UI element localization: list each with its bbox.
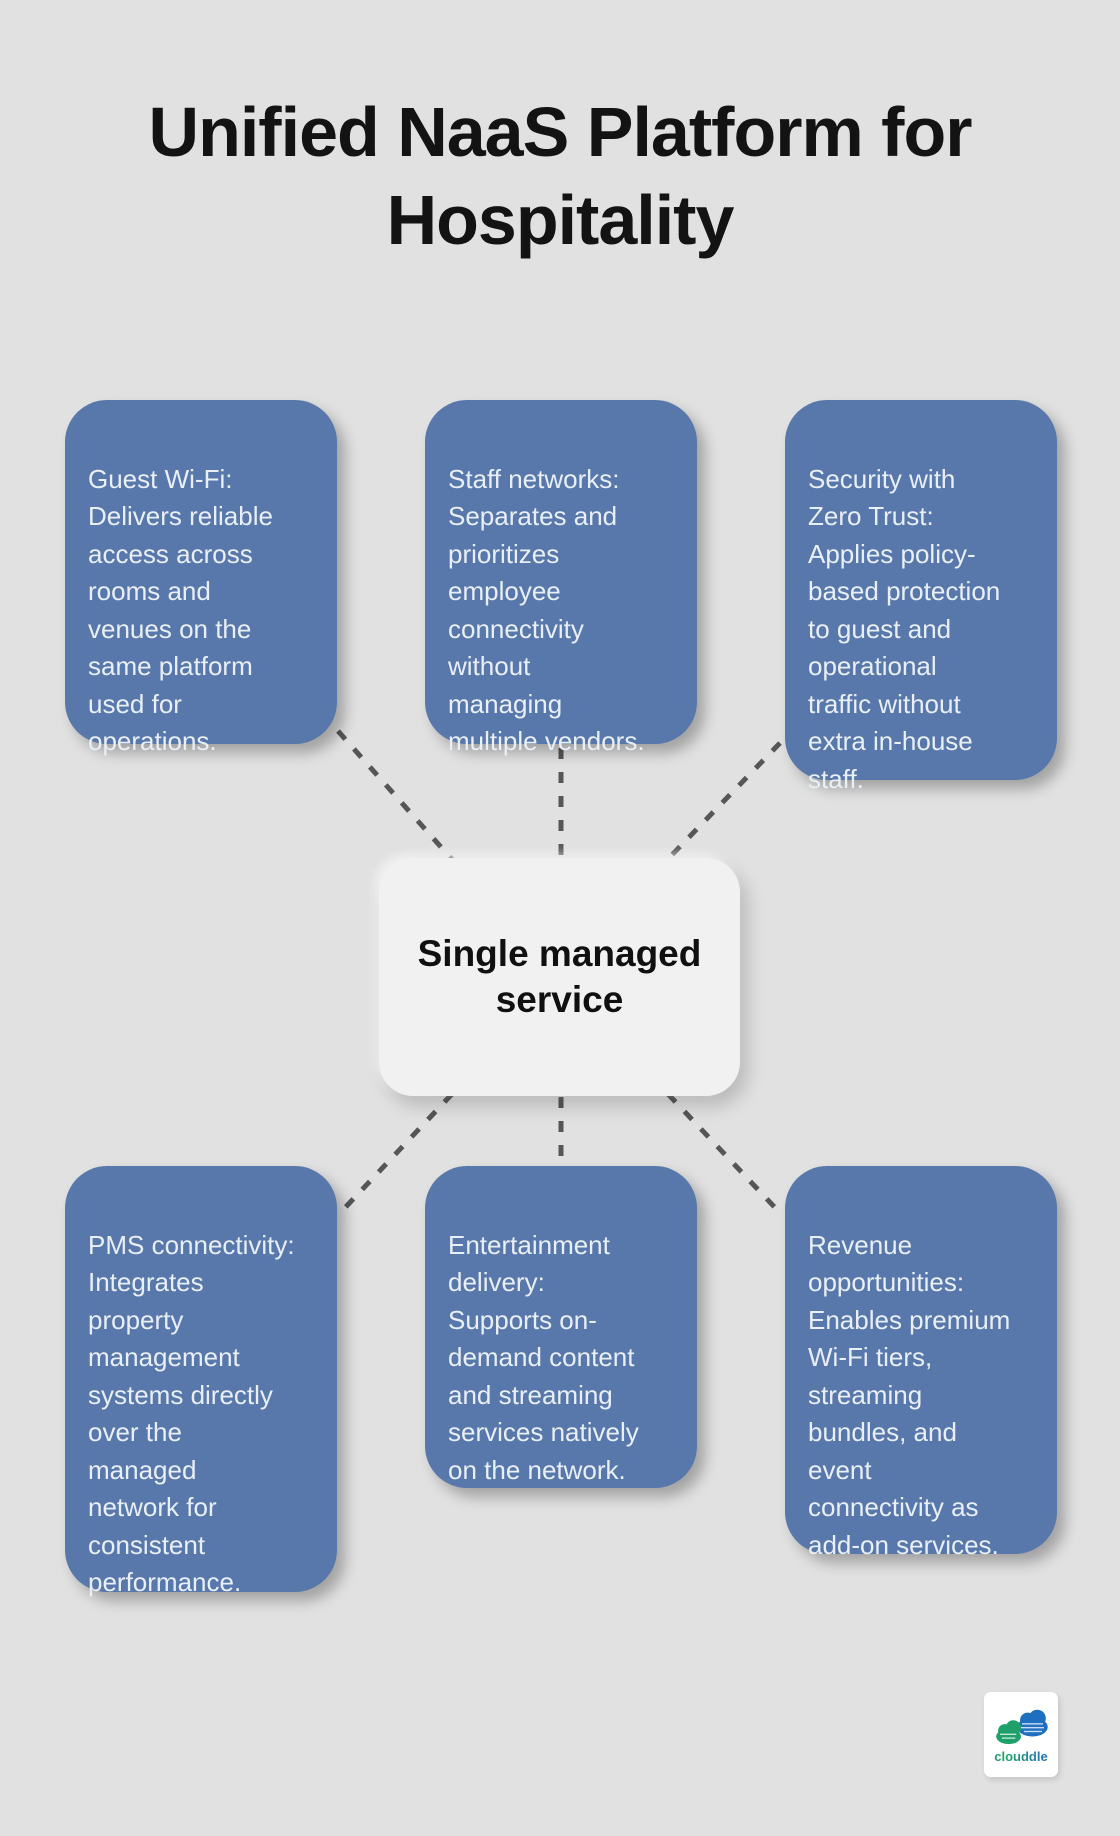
node-security-zero-trust: Security with Zero Trust: Applies policy… [785, 400, 1057, 794]
node-text: PMS connectivity: Integrates property ma… [88, 1229, 295, 1598]
connector-line [336, 729, 458, 866]
node-guest-wifi: Guest Wi-Fi: Delivers reliable access ac… [65, 400, 337, 756]
center-node-label: Single managed service [417, 933, 702, 1020]
cloud-logo-icon [996, 1709, 1048, 1745]
center-node-single-managed-service: Single managed service [379, 858, 740, 1096]
logo-brand-text: clouddle [994, 1749, 1048, 1764]
node-text: Revenue opportunities: Enables premium W… [808, 1229, 1011, 1560]
node-entertainment-delivery: Entertainment delivery: Supports on- dem… [425, 1166, 697, 1488]
clouddle-logo: clouddle [984, 1692, 1058, 1777]
connector-line [664, 741, 782, 863]
connector-line [339, 1092, 454, 1214]
node-staff-networks: Staff networks: Separates and prioritize… [425, 400, 697, 756]
node-revenue-opportunities: Revenue opportunities: Enables premium W… [785, 1166, 1057, 1560]
node-text: Staff networks: Separates and prioritize… [448, 463, 645, 757]
page-title: Unified NaaS Platform for Hospitality [148, 93, 973, 259]
node-pms-connectivity: PMS connectivity: Integrates property ma… [65, 1166, 337, 1597]
node-text: Security with Zero Trust: Applies policy… [808, 463, 1001, 794]
connector-line [666, 1092, 783, 1216]
node-text: Guest Wi-Fi: Delivers reliable access ac… [88, 463, 273, 757]
node-text: Entertainment delivery: Supports on- dem… [448, 1229, 639, 1485]
